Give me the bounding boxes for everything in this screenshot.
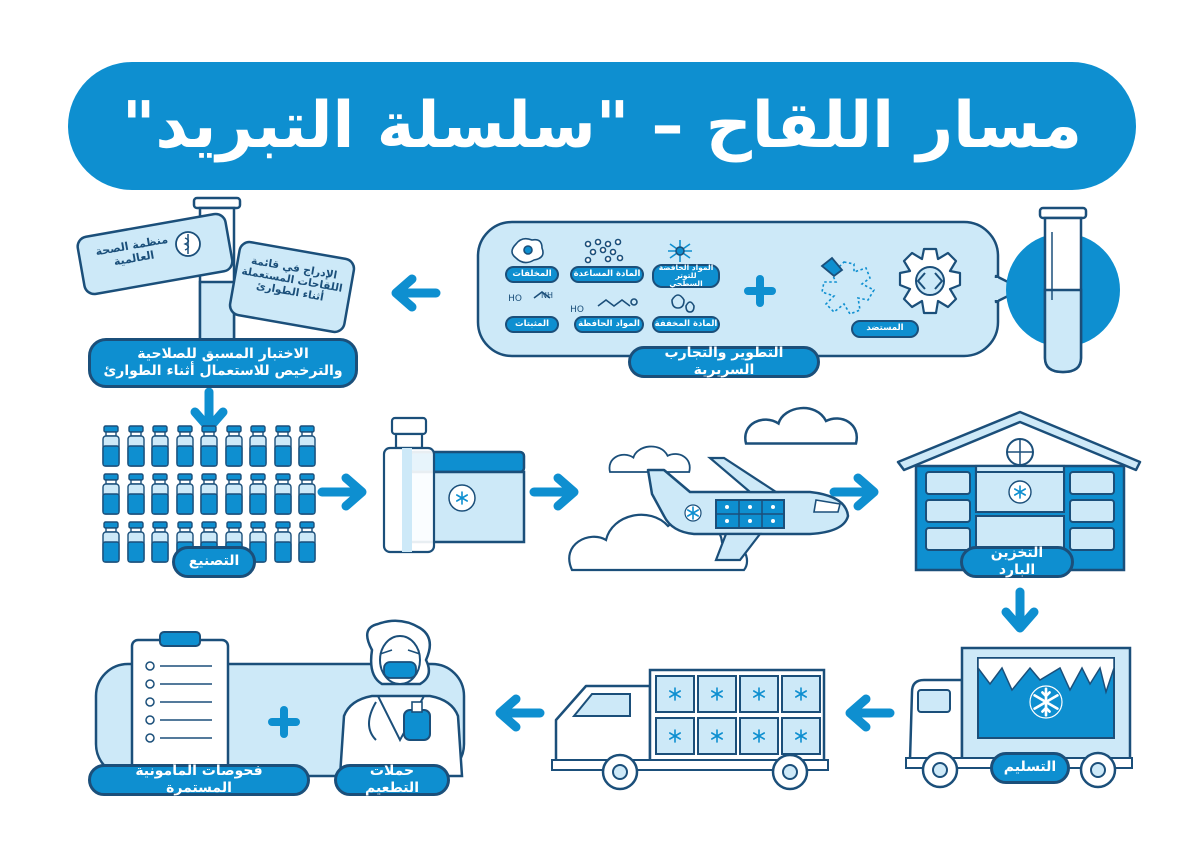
antigen-icon [820,247,962,315]
arrow-icon [396,279,436,307]
antigen-label: المستضد [851,320,919,338]
vial-grid [102,425,316,563]
ingredient-label-stabilizers: المثبتات [505,316,559,333]
ingredient-label-residuals: المخلفات [505,266,559,283]
vaccination-label: حملات التطعيم [334,763,450,796]
arrow-icon [534,478,574,506]
vial-icon [382,416,436,554]
cold-storage-label: التخزين البارد [960,545,1074,578]
who-tag-shape [76,212,234,296]
emergency-tag-shape [228,240,356,334]
cloud-icon [608,445,691,473]
arrow-icon [850,699,890,727]
test-tube-icon [1006,206,1120,374]
truck-icon [905,646,1133,789]
airplane-icon [646,456,850,562]
svg-text:NH: NH [541,291,553,300]
clipboard-icon [130,631,230,772]
cloud-icon [744,406,859,445]
who-emblem-icon [175,231,201,257]
arrow-icon [1006,592,1034,628]
prequalification-label: الاختبار المسبق للصلاحية والترخيص للاستع… [88,338,358,388]
ingredient-label-adjuvant: المادة المساعدة [570,266,644,283]
ingredient-label-preservatives: المواد الحافظة [574,316,644,333]
monitoring-label: فحوصات المأمونية المستمرة [88,763,310,796]
manufacturing-label: التصنيع [172,546,256,578]
delivery-label: التسليم [990,752,1070,784]
truck-icon [551,668,829,791]
arrow-icon [322,478,362,506]
warehouse-icon [896,410,1142,572]
svg-text:HO: HO [570,305,584,315]
development-label: التطوير والتجارب السريرية [628,345,820,378]
arrow-icon [500,699,540,727]
svg-text:HO: HO [508,294,522,304]
health-worker-icon [338,619,464,778]
ingredient-label-surfactants: المواد الخافضة للتوتر السطحي [652,263,720,288]
page-title: مسار اللقاح – "سلسلة التبريد" [68,62,1136,190]
ingredient-label-diluent: المادة المخففة [652,316,720,333]
arrow-icon [195,392,223,428]
ingredient-icons: HO NH HO [508,237,695,315]
